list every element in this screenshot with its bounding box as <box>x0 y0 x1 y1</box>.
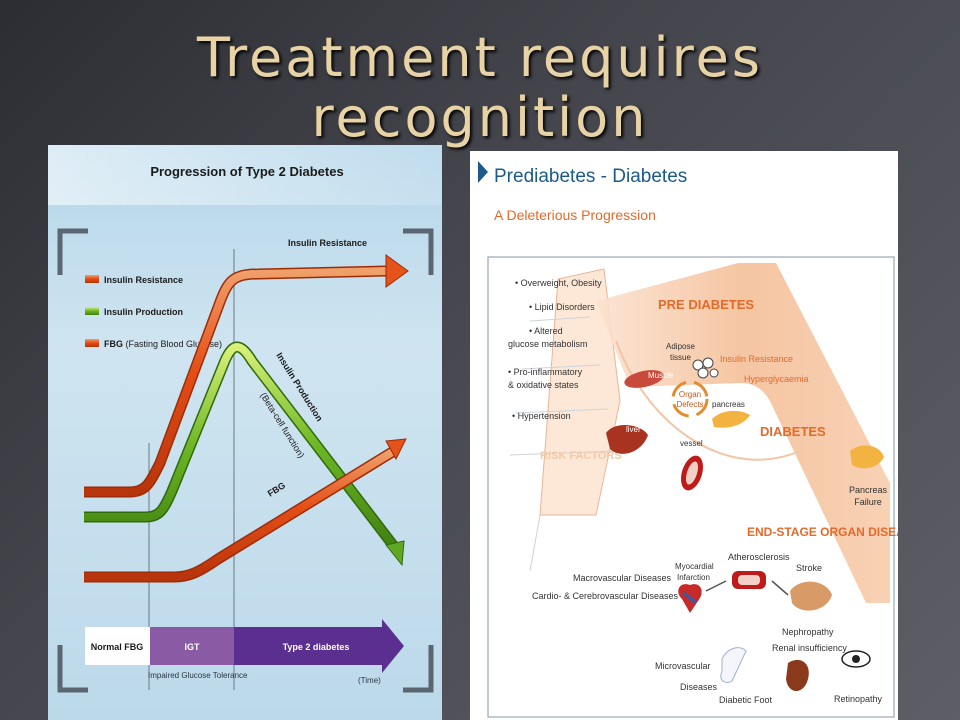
nephropathy-label: Nephropathy <box>782 627 834 637</box>
hyperglycaemia-label: Hyperglycaemia <box>744 374 809 384</box>
retinopathy-label: Retinopathy <box>834 694 883 704</box>
slide-title-line2: recognition <box>311 86 649 149</box>
vessel-icon <box>680 455 704 491</box>
insulin-resistance-curve-outline <box>84 265 389 498</box>
stair-line-1 <box>529 316 591 322</box>
foot-icon <box>720 647 747 684</box>
stair-line-4 <box>509 450 617 456</box>
stage-label-type2-diabetes: Type 2 diabetes <box>283 642 350 652</box>
risk-factors-label: RISK FACTORS <box>540 450 622 462</box>
myocardial-label: Myocardial <box>675 562 714 571</box>
slide-title: Treatment requires recognition <box>0 28 960 148</box>
tissue-label: tissue <box>670 353 691 362</box>
organ-defects-cycle-icon <box>671 380 709 418</box>
prediabetes-subtitle: A Deleterious Progression <box>494 207 656 223</box>
legend-fbg: FBG (Fasting Blood Glucose) <box>104 339 222 349</box>
stair-line-3 <box>515 408 609 414</box>
kidney-icon <box>786 659 809 691</box>
legend-swatch-insulin-resistance <box>85 275 99 283</box>
infarction-label: Infarction <box>677 573 710 582</box>
adipose-label: Adipose <box>666 342 695 351</box>
bracket-top-left <box>57 228 88 275</box>
bracket-top-right <box>403 228 434 275</box>
vessel-label: vessel <box>680 439 703 448</box>
eye-icon <box>841 650 871 668</box>
pancreas-failure-line2: Failure <box>854 497 882 507</box>
label-insulin-production-curve: Insulin Production <box>274 351 324 423</box>
stroke-label: Stroke <box>796 563 822 573</box>
organ-label: Organ <box>679 390 701 399</box>
atherosclerosis-label: Atherosclerosis <box>728 552 790 562</box>
inner-arc <box>615 340 801 461</box>
prediabetes-title: Prediabetes - Diabetes <box>494 166 687 187</box>
diseases-label: Diseases <box>680 682 718 692</box>
progression-chart-title: Progression of Type 2 Diabetes <box>150 164 343 179</box>
macrovascular-label: Macrovascular Diseases <box>573 573 672 583</box>
title-band <box>48 145 442 205</box>
insulin-production-curve <box>84 343 400 552</box>
prediabetes-diagram-panel: Prediabetes - Diabetes A Deleterious Pro… <box>470 151 898 720</box>
risk-factor-3: • Altered <box>529 326 563 336</box>
fbg-curve <box>84 447 397 581</box>
title-arrow-icon <box>478 161 488 183</box>
stage-bar-arrowhead <box>382 619 404 673</box>
legend-swatch-insulin-production <box>85 307 99 315</box>
stage-normal-fbg <box>85 627 150 665</box>
end-stage-organ-diseases-label: END-STAGE ORGAN DISEASES <box>747 525 898 539</box>
stage-label-igt: IGT <box>185 642 201 652</box>
progression-chart-panel: Progression of Type 2 Diabetes Insulin R… <box>48 145 442 720</box>
risk-factor-5: • Hypertension <box>512 411 571 421</box>
liver-icon <box>606 424 648 454</box>
renal-insufficiency-label: Renal insufficiency <box>772 643 847 653</box>
cardio-cerebrovascular-label: Cardio- & Cerebrovascular Diseases <box>532 591 679 601</box>
bracket-bottom-left <box>57 645 88 693</box>
pancreas-icon <box>712 410 750 428</box>
pancreas-failure-icon <box>850 445 884 469</box>
label-impaired-glucose-tolerance: Impaired Glucose Tolerance <box>148 671 248 680</box>
arrow-to-heart <box>705 580 727 592</box>
fbg-arrowhead <box>385 438 407 461</box>
brain-icon <box>790 581 832 611</box>
insulin-resistance-label: Insulin Resistance <box>720 354 793 364</box>
insulin-resistance-arrowhead <box>385 254 409 288</box>
insulin-resistance-curve <box>84 267 389 496</box>
pre-diabetes-label: PRE DIABETES <box>658 297 754 312</box>
progression-chart-svg: Progression of Type 2 Diabetes Insulin R… <box>48 145 442 693</box>
adipose-tissue-icon <box>692 357 719 379</box>
arrow-to-stroke <box>771 580 789 596</box>
label-insulin-resistance-curve: Insulin Resistance <box>288 238 367 248</box>
label-time: (Time) <box>358 676 381 685</box>
microvascular-label: Microvascular <box>655 661 711 671</box>
stair-line-5 <box>529 514 541 572</box>
risk-factor-4b: & oxidative states <box>508 380 579 390</box>
legend-insulin-production: Insulin Production <box>104 307 183 317</box>
insulin-production-arrowhead <box>385 540 405 567</box>
defects-label: Defects <box>676 400 703 409</box>
stage-igt <box>150 627 234 665</box>
legend-insulin-resistance: Insulin Resistance <box>104 275 183 285</box>
diagram-frame <box>487 256 895 718</box>
diabetes-label: DIABETES <box>760 424 826 439</box>
stage-type2-diabetes <box>234 627 382 665</box>
slide-title-line1: Treatment requires <box>196 26 764 89</box>
liver-label: liver <box>626 425 641 434</box>
risk-factor-4: • Pro-inflammatory <box>508 367 583 377</box>
bracket-bottom-right <box>403 645 434 693</box>
stage-label-normal-fbg: Normal FBG <box>91 642 144 652</box>
label-fbg-curve: FBG <box>266 480 287 499</box>
risk-factor-2: • Lipid Disorders <box>529 302 595 312</box>
diabetic-foot-label: Diabetic Foot <box>719 695 773 705</box>
artery-icon <box>732 571 766 589</box>
progression-arc-band <box>596 263 890 603</box>
legend-swatch-fbg <box>85 339 99 347</box>
heart-icon <box>678 584 702 613</box>
pancreas-failure-line1: Pancreas <box>849 485 888 495</box>
risk-factor-3b: glucose metabolism <box>508 339 588 349</box>
risk-factor-1: • Overweight, Obesity <box>515 278 602 288</box>
muscle-icon <box>624 370 664 388</box>
pancreas-label: pancreas <box>712 400 745 409</box>
prediabetes-diagram-svg: Prediabetes - Diabetes A Deleterious Pro… <box>478 161 898 718</box>
stair-line-2 <box>521 364 601 370</box>
muscle-label: Muscle <box>648 371 674 380</box>
